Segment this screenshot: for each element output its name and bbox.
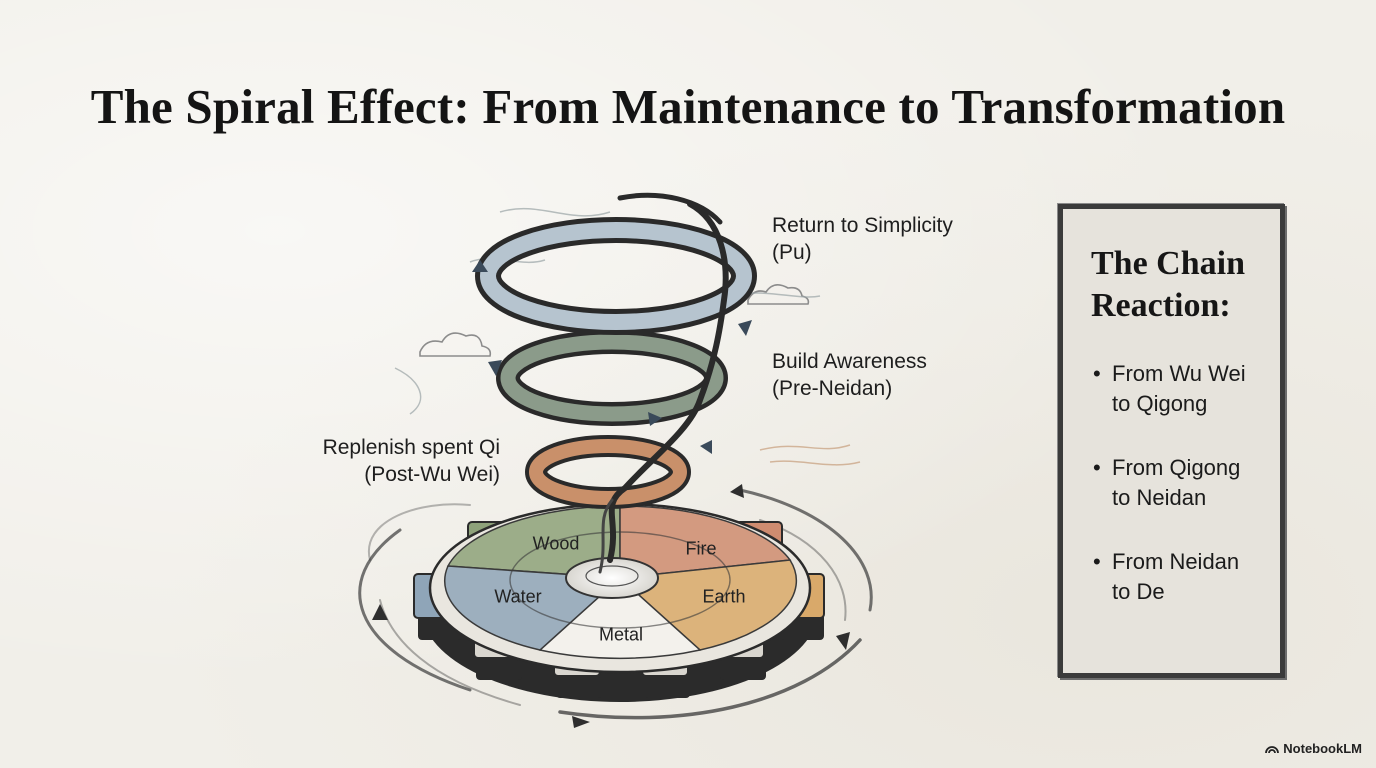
segment-label-fire: Fire bbox=[685, 538, 717, 559]
label-build-awareness: Build Awareness (Pre-Neidan) bbox=[772, 348, 927, 402]
wheel-inner-ring bbox=[509, 531, 731, 629]
label-return-to-simplicity: Return to Simplicity (Pu) bbox=[772, 212, 953, 266]
panel-title-line: The Chain bbox=[1091, 245, 1245, 282]
segment-label-metal: Metal bbox=[598, 624, 644, 645]
chain-reaction-list: From Wu Wei to Qigong From Qigong to Nei… bbox=[1093, 359, 1283, 641]
list-item-line: to De bbox=[1112, 579, 1165, 604]
panel-title-line: Reaction: bbox=[1091, 287, 1231, 324]
list-item-line: From Wu Wei bbox=[1112, 361, 1246, 386]
list-item: From Wu Wei to Qigong bbox=[1093, 359, 1283, 419]
segment-metal bbox=[538, 576, 702, 660]
brand-name: NotebookLM bbox=[1283, 741, 1362, 756]
list-item-line: to Qigong bbox=[1112, 391, 1208, 416]
list-item-line: From Neidan bbox=[1112, 549, 1240, 574]
segment-label-earth: Earth bbox=[702, 586, 746, 607]
label-replenish-qi: Replenish spent Qi (Post-Wu Wei) bbox=[312, 434, 500, 488]
spiral-flow-arrows bbox=[472, 260, 752, 454]
segment-earth bbox=[618, 559, 798, 651]
wind-arrowheads bbox=[372, 484, 850, 728]
list-item: From Qigong to Neidan bbox=[1093, 453, 1283, 513]
notebooklm-brand: NotebookLM bbox=[1265, 741, 1362, 756]
label-line: Build Awareness bbox=[772, 350, 927, 373]
list-item: From Neidan to De bbox=[1093, 547, 1283, 607]
spiral-vortex bbox=[475, 192, 757, 574]
label-line: (Pu) bbox=[772, 241, 812, 264]
page-title: The Spiral Effect: From Maintenance to T… bbox=[90, 79, 1286, 134]
wheel-segments bbox=[443, 505, 798, 660]
label-line: (Pre-Neidan) bbox=[772, 377, 893, 400]
label-line: Replenish spent Qi bbox=[322, 436, 500, 459]
wheel-hub bbox=[565, 557, 659, 599]
panel-title: The Chain Reaction: bbox=[1091, 243, 1281, 327]
segment-label-wood: Wood bbox=[532, 533, 580, 554]
label-line: (Post-Wu Wei) bbox=[364, 463, 500, 486]
chain-reaction-panel: The Chain Reaction: From Wu Wei to Qigon… bbox=[1058, 204, 1285, 678]
segment-label-water: Water bbox=[494, 586, 542, 607]
cloud-icon bbox=[419, 284, 810, 357]
list-item-line: to Neidan bbox=[1112, 485, 1207, 510]
label-line: Return to Simplicity bbox=[772, 214, 953, 237]
notebooklm-logo-icon bbox=[1265, 745, 1280, 753]
list-item-line: From Qigong bbox=[1112, 455, 1241, 480]
segment-fire bbox=[619, 505, 792, 579]
